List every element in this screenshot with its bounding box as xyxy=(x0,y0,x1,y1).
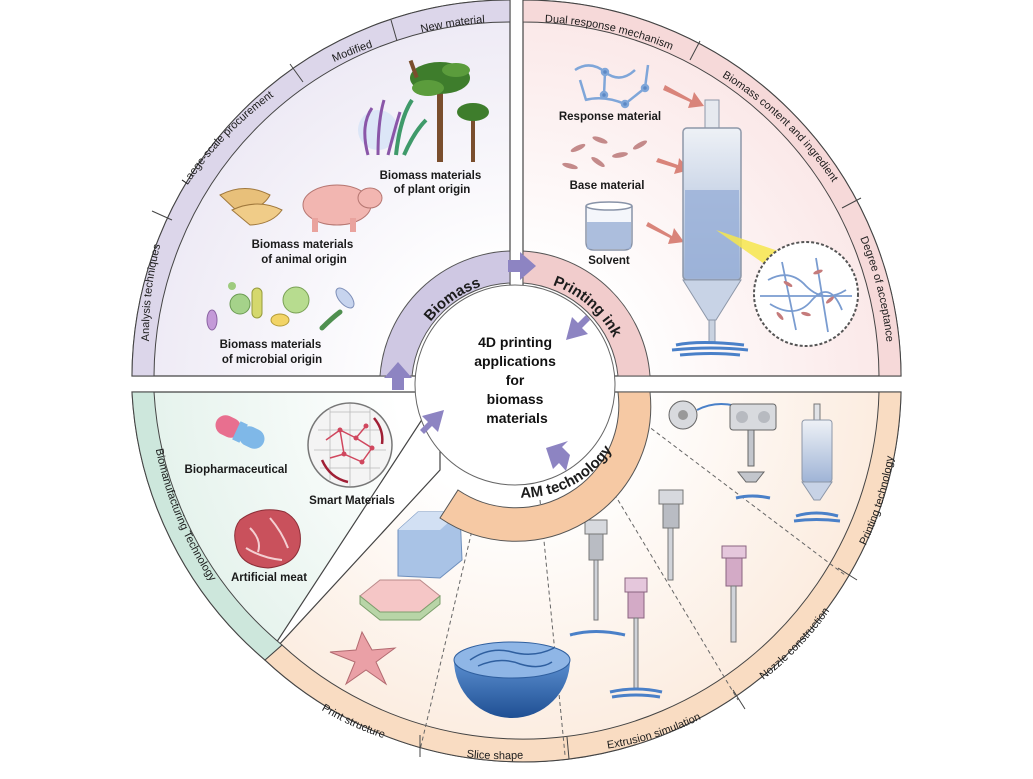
animal-origin-label: Biomass materials of animal origin xyxy=(252,239,357,266)
print-structure-illustration xyxy=(329,511,463,686)
biomass-quadrant: Analysis techniques Laege-scale procurem… xyxy=(131,0,511,377)
response-material-label: Response material xyxy=(559,111,661,123)
segment-slice-shape: Slice shape xyxy=(466,748,523,762)
artificial-meat-label: Artificial meat xyxy=(231,572,307,584)
biomanufacturing-outer-band xyxy=(131,391,283,661)
biomanufacturing-quadrant: Biomanufacturing Technology Biopharmaceu… xyxy=(131,391,442,661)
arrow-up-to-biomass xyxy=(384,362,412,390)
base-material-illustration xyxy=(562,136,648,170)
ink-flow-arrows xyxy=(646,85,704,244)
capsule-icon xyxy=(215,415,265,449)
band-divider xyxy=(390,19,398,42)
response-material-illustration xyxy=(574,64,650,109)
arrow-biomass-to-ink xyxy=(508,252,536,280)
printing-ink-ring-band xyxy=(522,250,651,377)
artificial-meat-illustration xyxy=(234,509,301,569)
am-band-dividers xyxy=(419,567,858,760)
smart-material-illustration xyxy=(307,402,393,488)
animal-illustration xyxy=(219,184,383,232)
flow-arrows xyxy=(384,252,590,471)
base-material-label: Base material xyxy=(570,180,645,192)
biopharmaceutical-label: Biopharmaceutical xyxy=(185,464,288,476)
printing-technology-illustration xyxy=(668,400,841,523)
microbe-illustration xyxy=(206,282,355,331)
biomass-ring-band xyxy=(379,250,511,377)
center-hub: 4D printing applications for biomass mat… xyxy=(414,284,616,486)
microbial-origin-label: Biomass materials of microbial origin xyxy=(220,339,325,366)
plant-origin-label: Biomass materials of plant origin xyxy=(380,170,485,196)
extrusion-nozzle-illustration xyxy=(569,519,663,699)
arrow-am-to-center xyxy=(546,441,570,471)
center-title: 4D printing applications for biomass mat… xyxy=(474,334,560,426)
ink-syringe-illustration xyxy=(671,99,790,357)
band-divider xyxy=(151,210,173,221)
band-divider xyxy=(689,40,701,61)
solvent-label: Solvent xyxy=(588,255,630,267)
ink-outer-band xyxy=(522,0,902,377)
arrow-to-center-left xyxy=(420,410,444,434)
band-divider xyxy=(841,197,862,209)
nozzle-construction-illustration xyxy=(658,489,747,643)
band-divider xyxy=(289,63,304,83)
am-technology-ring-band xyxy=(439,391,652,542)
plant-illustration xyxy=(358,59,489,162)
smart-materials-label: Smart Materials xyxy=(309,495,395,507)
network-zoom-illustration xyxy=(753,241,859,347)
slice-shape-illustration xyxy=(453,641,571,718)
arrow-ink-to-center xyxy=(566,315,590,340)
solvent-beaker-illustration xyxy=(585,201,633,251)
biomass-outer-band xyxy=(131,0,511,377)
